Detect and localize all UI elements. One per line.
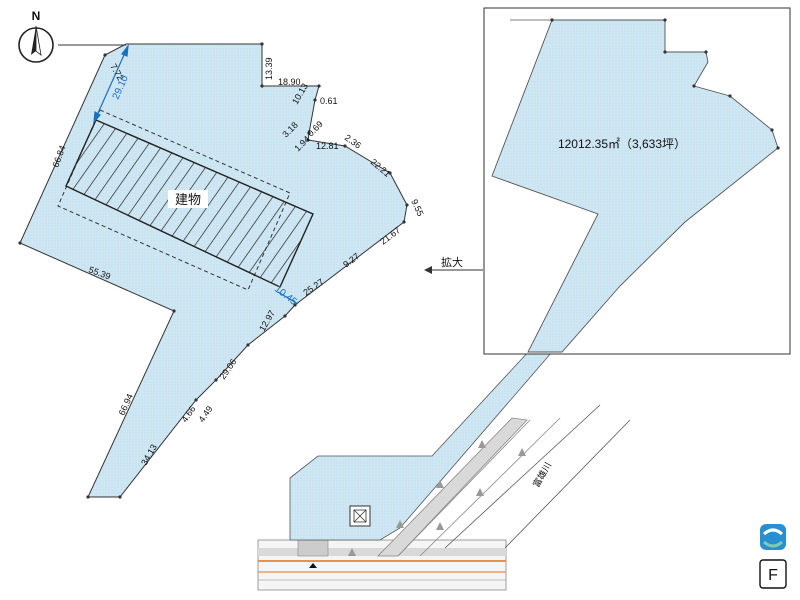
dim-4-49: 4.49 (196, 404, 214, 424)
area-label: 12012.35㎡（3,633坪） (558, 137, 686, 151)
overview-map: 富雄川 (257, 7, 791, 591)
dim-13-39: 13.39 (264, 57, 274, 80)
river-label: 富雄川 (530, 460, 553, 489)
building-label-bg (168, 190, 208, 208)
company-logo-icon (760, 524, 786, 550)
f-mark-icon: F (759, 559, 787, 589)
north-arrow-icon: N (18, 9, 54, 63)
enlarge-indicator: 拡大 (424, 255, 483, 274)
road-markers (348, 440, 526, 556)
building-label: 建物 (175, 192, 201, 207)
triangle-marker-icon (309, 563, 317, 568)
dim-12-81: 12.81 (316, 141, 339, 151)
road (257, 539, 507, 591)
enlarge-label: 拡大 (441, 255, 463, 269)
arrow-left-icon (424, 266, 432, 274)
dim-18-90: 18.90 (278, 77, 301, 87)
f-mark-text: F (768, 567, 778, 584)
road-gate (297, 539, 329, 557)
enlarged-parcel: 建物 7.72 29.10 13.39 18.90 10.13 0.61 3.1… (18, 42, 426, 499)
north-label: N (32, 9, 41, 23)
dim-9-55: 9.55 (409, 198, 425, 218)
site-marker-icon (349, 505, 371, 527)
vertex-markers (18, 42, 409, 499)
dim-0-61: 0.61 (320, 96, 338, 106)
site-parcel-main (491, 19, 779, 353)
blue-dimension-arrows (93, 43, 299, 305)
frame-vertex-markers (550, 18, 780, 150)
river (444, 404, 631, 549)
parcel-shape (19, 43, 408, 498)
diagonal-road (377, 417, 561, 557)
